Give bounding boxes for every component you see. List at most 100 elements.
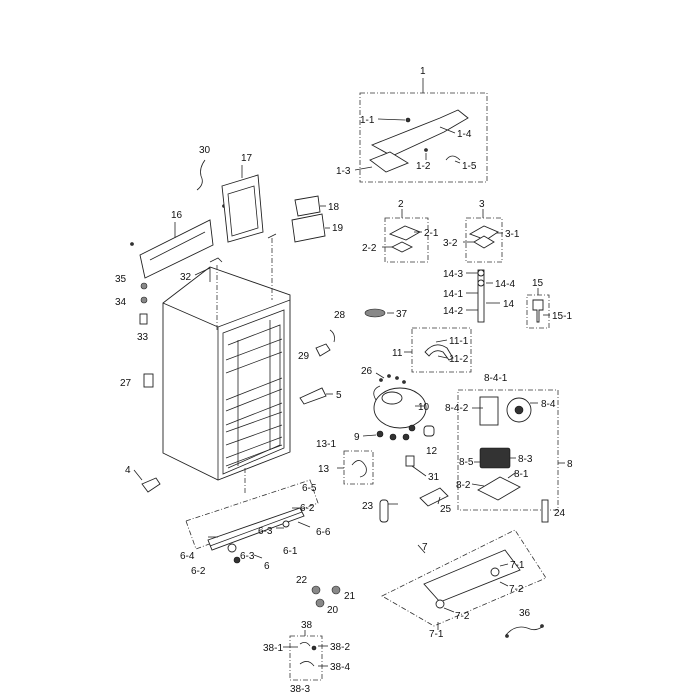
- label-1: 1: [420, 66, 426, 77]
- label-6-5: 6-5: [302, 483, 317, 494]
- group-2-hinge: [382, 209, 429, 263]
- label-3-2: 3-2: [443, 238, 458, 249]
- label-8-3: 8-3: [518, 454, 533, 465]
- label-33: 33: [137, 332, 149, 343]
- part-8-4-1: [479, 396, 499, 426]
- group-15-part: [526, 288, 550, 329]
- label-38-1: 38-1: [263, 643, 283, 654]
- label-37: 37: [396, 309, 408, 320]
- label-14-1: 14-1: [443, 289, 463, 300]
- group-13-part: [337, 450, 374, 485]
- parts-28-29-5: [299, 329, 335, 405]
- label-2-1: 2-1: [424, 228, 439, 239]
- label-8-4-1: 8-4-1: [484, 373, 508, 384]
- part-30: [196, 159, 206, 191]
- label-7-1-a: 7-1: [510, 560, 525, 571]
- label-34: 34: [115, 297, 127, 308]
- label-35: 35: [115, 274, 127, 285]
- label-7-2-b: 7-2: [455, 611, 470, 622]
- part-31: [405, 455, 415, 467]
- label-16: 16: [171, 210, 183, 221]
- part-labels: 1 1-1 1-4 1-2 1-3 1-5 2 2-1 2-2 3 3-1 3-…: [115, 66, 573, 695]
- label-6-2-a: 6-2: [300, 503, 315, 514]
- label-30: 30: [199, 145, 211, 156]
- label-13: 13: [318, 464, 330, 475]
- label-8-5: 8-5: [459, 457, 474, 468]
- group-8-assembly: [457, 389, 565, 511]
- label-27: 27: [120, 378, 132, 389]
- part-24: [541, 499, 549, 523]
- label-14-2: 14-2: [443, 306, 463, 317]
- label-9: 9: [354, 432, 360, 443]
- label-6-6: 6-6: [316, 527, 331, 538]
- label-38-4: 38-4: [330, 662, 350, 673]
- part-36: [505, 624, 544, 638]
- group-7-plate: [381, 529, 547, 630]
- compressor-assembly: [362, 372, 435, 477]
- label-28: 28: [334, 310, 346, 321]
- label-23: 23: [362, 501, 374, 512]
- label-8-2: 8-2: [456, 480, 471, 491]
- label-6-3-b: 6-3: [240, 551, 255, 562]
- label-3-1: 3-1: [505, 229, 520, 240]
- label-13-1: 13-1: [316, 439, 336, 450]
- parts-18-19: [291, 195, 330, 243]
- label-21: 21: [344, 591, 356, 602]
- label-8-4: 8-4: [541, 399, 556, 410]
- part-4: [141, 477, 161, 493]
- parts-32-hinges: [194, 233, 277, 330]
- clip-1-5: [445, 155, 461, 161]
- label-8-1: 8-1: [514, 469, 529, 480]
- group-3-hinge: [463, 209, 503, 263]
- label-11: 11: [392, 348, 403, 359]
- label-26: 26: [361, 366, 373, 377]
- part-8-2: [477, 476, 521, 501]
- label-11-1: 11-1: [449, 336, 469, 347]
- label-14: 14: [503, 299, 515, 310]
- label-4: 4: [125, 465, 131, 476]
- label-1-2: 1-2: [416, 161, 431, 172]
- label-8-4-2: 8-4-2: [445, 403, 469, 414]
- label-1-3: 1-3: [336, 166, 351, 177]
- label-15-1: 15-1: [552, 311, 572, 322]
- label-7: 7: [422, 542, 428, 553]
- label-3: 3: [479, 199, 485, 210]
- part-12: [423, 425, 435, 437]
- label-5: 5: [336, 390, 342, 401]
- screw-1-1: [405, 117, 411, 123]
- label-12: 12: [426, 446, 438, 457]
- parts-20-21-22: [311, 585, 341, 608]
- label-8: 8: [567, 459, 573, 470]
- part-8-3: [479, 447, 511, 469]
- group-1-bracket-assembly: [354, 78, 488, 183]
- label-17: 17: [241, 153, 253, 164]
- panel-16: [130, 204, 226, 279]
- label-29: 29: [298, 351, 310, 362]
- part-23: [379, 499, 398, 523]
- label-31: 31: [428, 472, 440, 483]
- label-25: 25: [440, 504, 452, 515]
- panel-17: [221, 165, 264, 243]
- label-22: 22: [296, 575, 308, 586]
- label-32: 32: [180, 272, 192, 283]
- label-1-1: 1-1: [360, 115, 375, 126]
- label-38: 38: [301, 620, 313, 631]
- label-6-3-a: 6-3: [258, 526, 273, 537]
- group-11-part: [404, 327, 472, 373]
- group-38-assembly: [283, 630, 328, 681]
- label-2-2: 2-2: [362, 243, 377, 254]
- group-14-rod: [466, 269, 500, 323]
- label-11-2: 11-2: [449, 354, 469, 365]
- label-14-4: 14-4: [495, 279, 515, 290]
- label-6-4: 6-4: [180, 551, 195, 562]
- group-6-base: [185, 468, 319, 564]
- label-36: 36: [519, 608, 531, 619]
- label-38-2: 38-2: [330, 642, 350, 653]
- label-6: 6: [264, 561, 270, 572]
- bracket-base: [369, 151, 409, 173]
- part-37: [364, 308, 394, 318]
- label-1-5: 1-5: [462, 161, 477, 172]
- screw-1-2: [424, 148, 428, 152]
